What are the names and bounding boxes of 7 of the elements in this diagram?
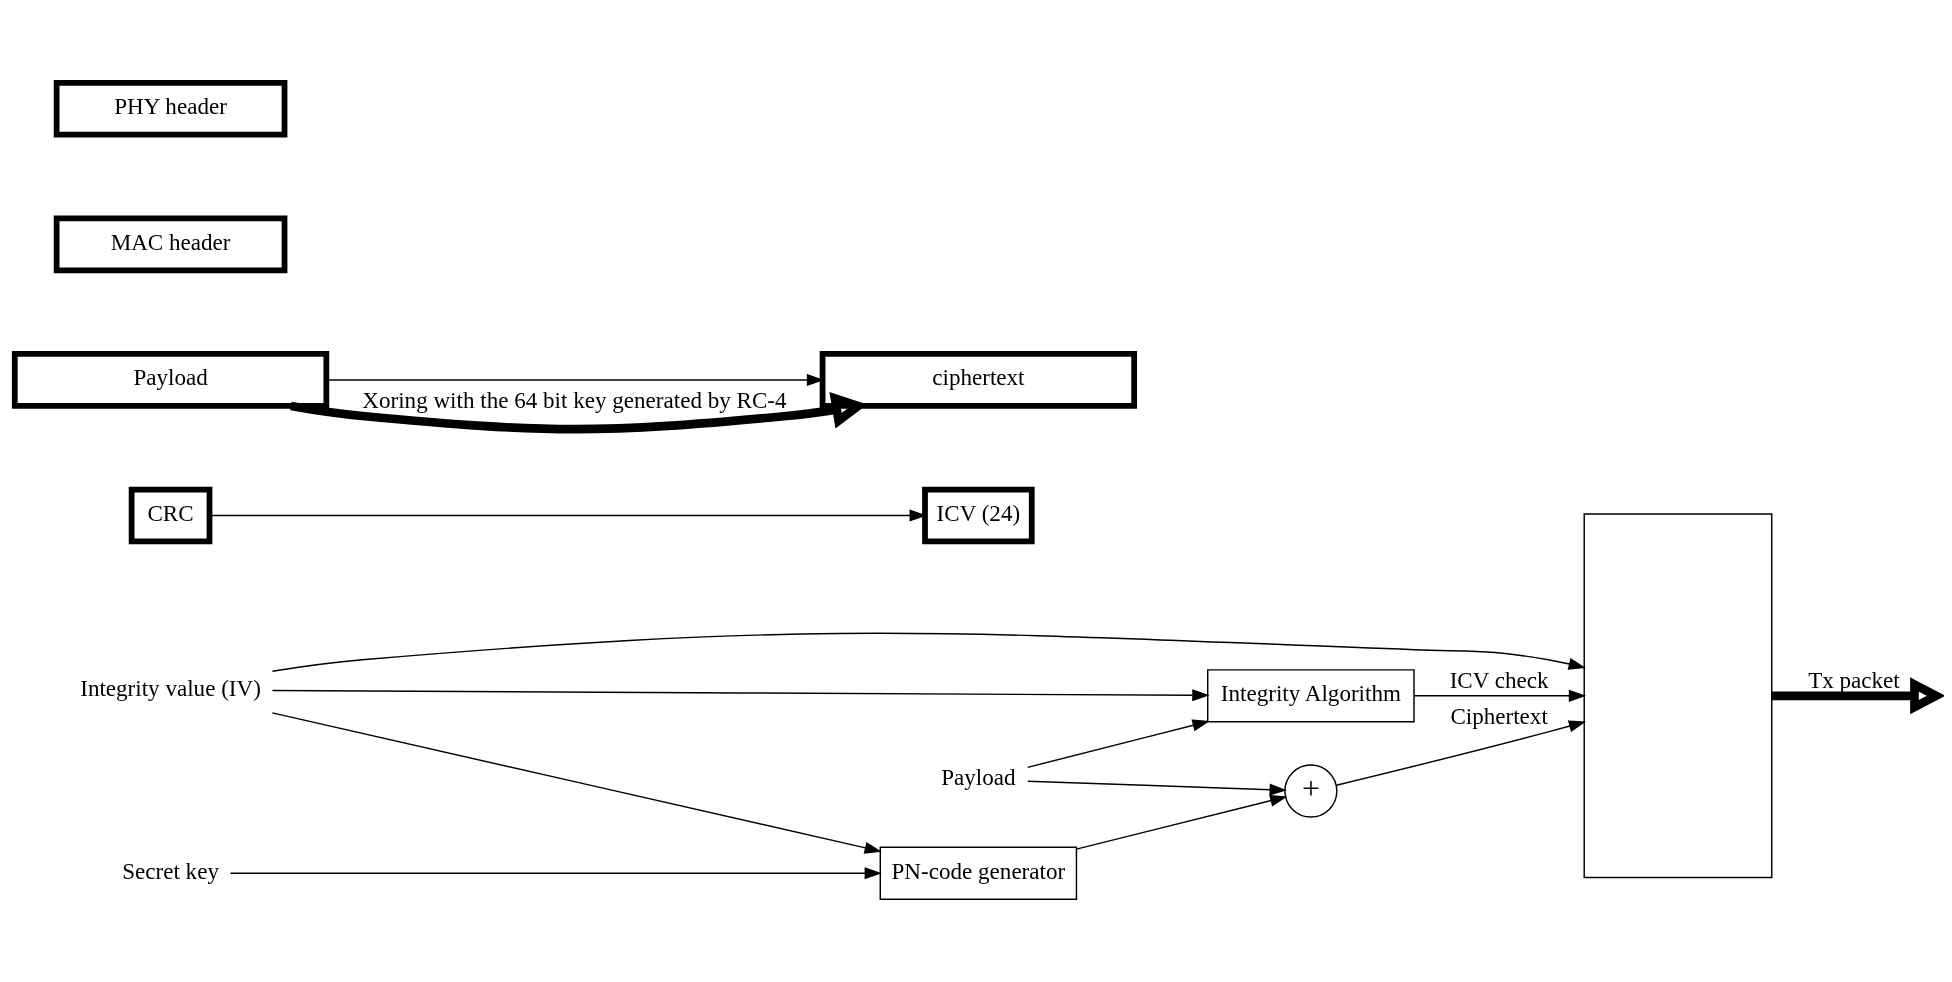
node-text: Secret key <box>122 857 219 884</box>
edge-label: Xoring with the 64 bit key generated by RC-4 <box>362 387 787 414</box>
edge-label: Tx packet <box>1808 667 1900 694</box>
edge-label: Ciphertext <box>1450 703 1548 730</box>
node-text: Integrity value (IV) <box>80 674 261 701</box>
node-text: Payload <box>941 763 1016 790</box>
edge-label: ICV check <box>1449 667 1549 694</box>
